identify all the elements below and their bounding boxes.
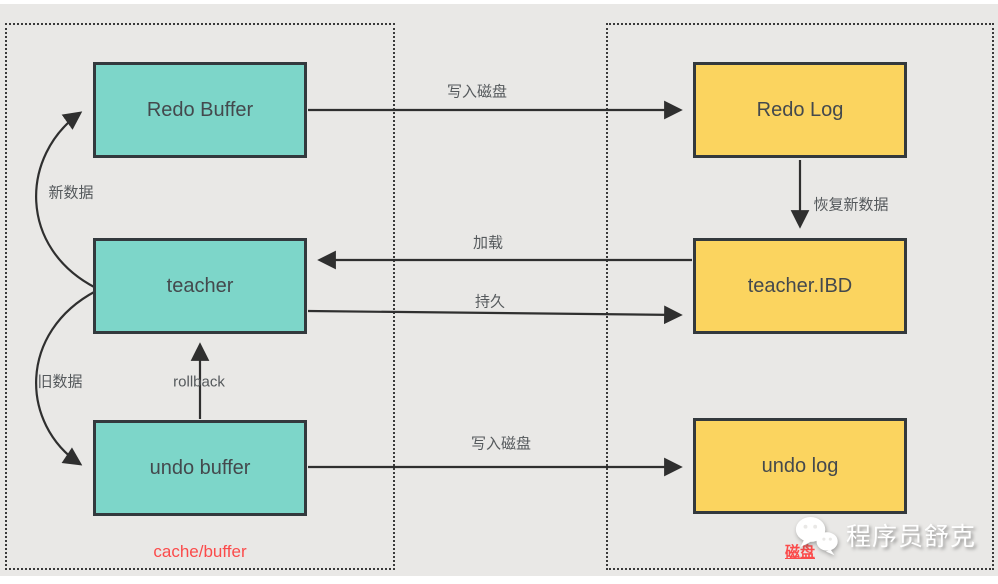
node-teacher-ibd[interactable]: teacher.IBD <box>693 238 907 334</box>
watermark-text: 程序员舒克 <box>846 523 977 551</box>
edge-label-write-disk-top: 写入磁盘 <box>446 83 508 101</box>
edge-label-persist: 持久 <box>474 293 506 311</box>
disk-region: 磁盘 <box>606 23 994 570</box>
edge-label-new-data: 新数据 <box>48 184 94 202</box>
edge-old-data <box>35 290 97 466</box>
edge-label-rollback: rollback <box>173 373 225 391</box>
node-teacher-label: teacher <box>166 274 234 297</box>
cache-buffer-region: cache/buffer <box>5 23 395 570</box>
edge-persist <box>307 305 683 325</box>
edge-label-load: 加载 <box>472 234 504 252</box>
node-teacher-ibd-label: teacher.IBD <box>747 274 853 297</box>
edge-label-old-data: 旧数据 <box>37 373 83 391</box>
node-undo-log[interactable]: undo log <box>693 418 907 514</box>
node-redo-buffer[interactable]: Redo Buffer <box>93 62 307 158</box>
edge-label-write-disk-bottom: 写入磁盘 <box>470 435 532 453</box>
cache-region-label: cache/buffer <box>153 542 247 561</box>
node-undo-log-label: undo log <box>761 454 839 477</box>
edge-new-data <box>35 111 97 289</box>
node-undo-buffer-label: undo buffer <box>149 456 251 479</box>
node-redo-buffer-label: Redo Buffer <box>146 98 254 121</box>
edge-label-restore-new-data: 恢复新数据 <box>813 196 889 214</box>
disk-region-label: 磁盘 <box>784 544 815 561</box>
watermark: 程序员舒克 <box>794 514 976 556</box>
node-redo-log[interactable]: Redo Log <box>693 62 907 158</box>
wechat-icon <box>795 517 838 556</box>
node-redo-log-label: Redo Log <box>756 98 844 121</box>
node-teacher[interactable]: teacher <box>93 238 307 334</box>
node-undo-buffer[interactable]: undo buffer <box>93 420 307 516</box>
